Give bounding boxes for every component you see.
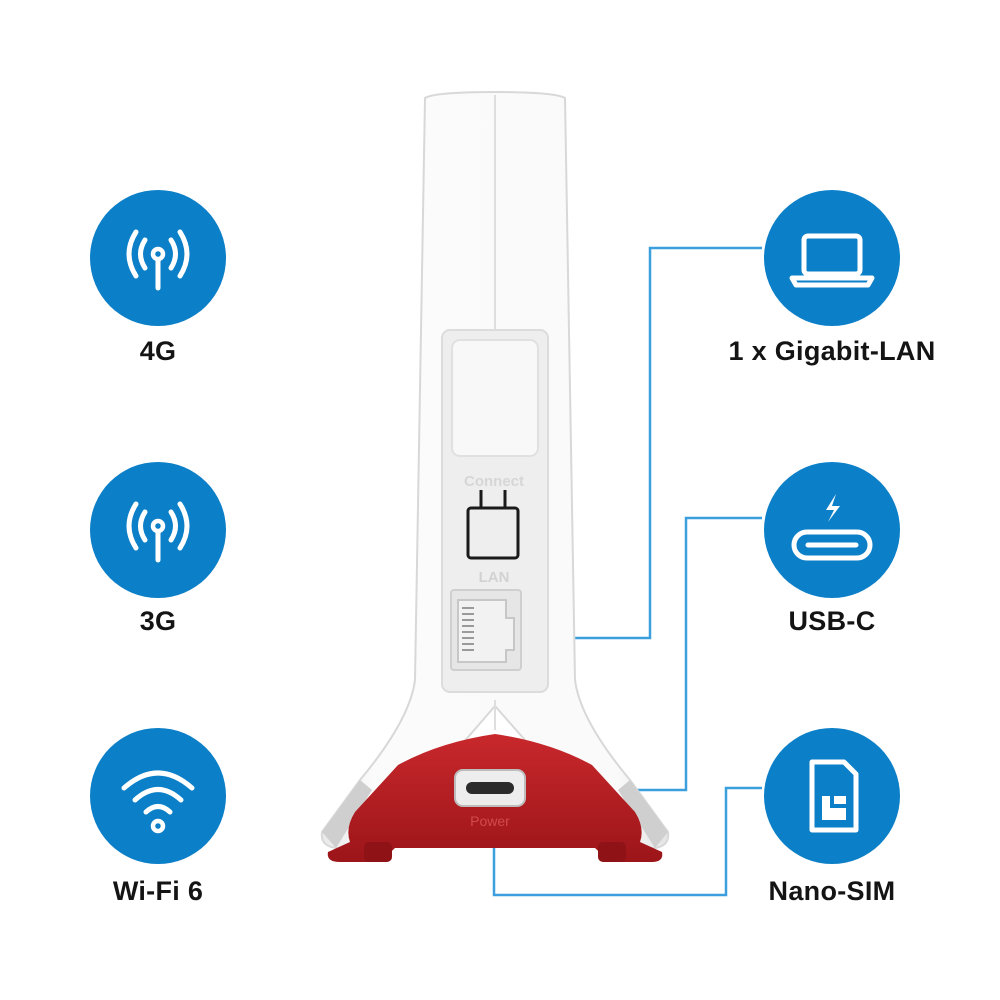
connect-button (451, 339, 539, 457)
antenna-signal-icon (126, 501, 190, 563)
feature-usbc-badge (764, 462, 900, 598)
callout-line-lan (573, 246, 762, 640)
antenna-signal-icon (126, 229, 190, 291)
laptop-icon (789, 233, 875, 288)
feature-3g-badge (90, 462, 226, 598)
feature-usbc-label: USB-C (788, 606, 876, 636)
sim-card-icon (809, 759, 859, 833)
lan-port (450, 589, 522, 671)
connect-label: Connect (464, 473, 524, 490)
power-label: Power (470, 813, 510, 829)
feature-lan-badge (764, 190, 900, 326)
feature-4g-label: 4G (139, 336, 177, 366)
feature-wifi6-badge (90, 728, 226, 864)
feature-4g-badge (90, 190, 226, 326)
feature-lan-label: 1 x Gigabit-LAN (728, 336, 936, 366)
plug-symbol (466, 490, 520, 560)
front-panel (441, 329, 549, 693)
callout-line-sim (492, 786, 762, 897)
lan-label: LAN (479, 569, 510, 586)
red-base (327, 734, 663, 862)
feature-sim-label: Nano-SIM (768, 876, 896, 906)
wifi-icon (121, 770, 195, 834)
feature-sim-badge (764, 728, 900, 864)
feature-3g-label: 3G (139, 606, 177, 636)
feature-wifi6-label: Wi-Fi 6 (112, 876, 204, 906)
usb-c-charging-icon (791, 494, 873, 561)
